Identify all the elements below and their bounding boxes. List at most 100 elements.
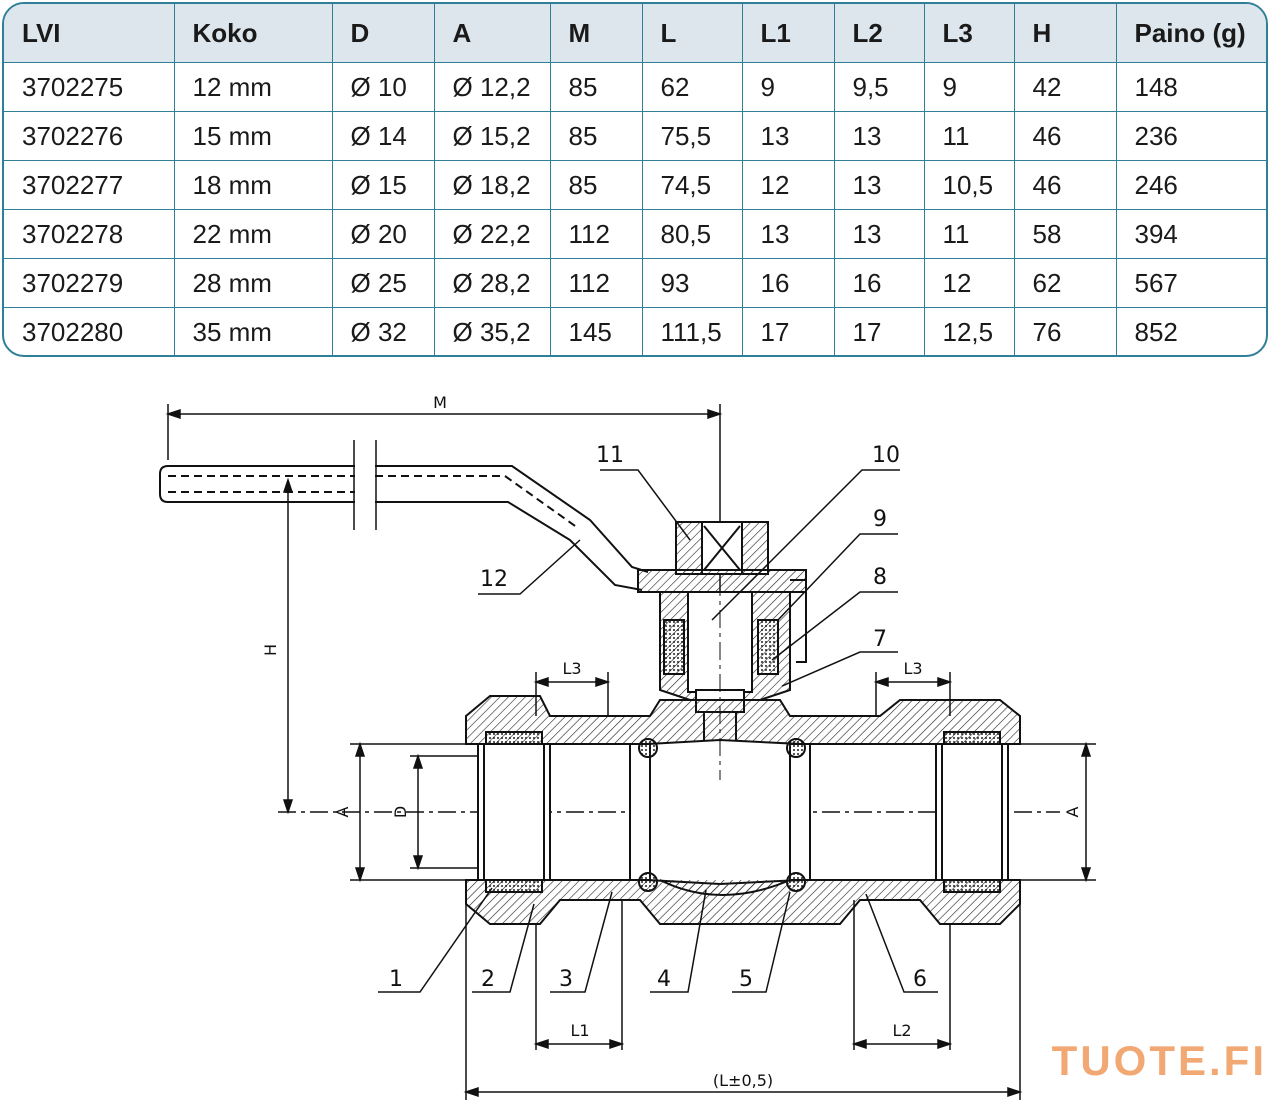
table-cell: Ø 10 bbox=[332, 62, 435, 112]
dim-a-right-label: A bbox=[1063, 806, 1082, 817]
column-header: D bbox=[332, 4, 435, 63]
column-header: L3 bbox=[924, 4, 1015, 63]
table-cell: 3702280 bbox=[4, 307, 175, 355]
dim-a-left-label: A bbox=[333, 806, 352, 817]
column-header: L bbox=[642, 4, 743, 63]
column-header: L2 bbox=[834, 4, 925, 63]
table-cell: 16 bbox=[834, 258, 925, 308]
table-cell: 9 bbox=[742, 62, 835, 112]
table-cell: 12 bbox=[924, 258, 1015, 308]
table-cell: 62 bbox=[642, 62, 743, 112]
dim-m-label: M bbox=[433, 393, 447, 412]
dim-l3 bbox=[533, 672, 953, 716]
table-cell: 246 bbox=[1116, 160, 1266, 210]
part-number-5: 5 bbox=[739, 967, 753, 992]
dim-h-label: H bbox=[261, 644, 280, 656]
table-cell: 3702275 bbox=[4, 62, 175, 112]
valve-body bbox=[465, 695, 1021, 925]
dim-d-label: D bbox=[391, 806, 410, 818]
table-cell: 58 bbox=[1014, 209, 1117, 259]
table-cell: Ø 12,2 bbox=[434, 62, 551, 112]
table-cell: Ø 20 bbox=[332, 209, 435, 259]
dim-l3-right-label: L3 bbox=[903, 659, 922, 678]
table-cell: 10,5 bbox=[924, 160, 1015, 210]
part-number-1: 1 bbox=[389, 967, 403, 992]
table-cell: 145 bbox=[550, 307, 643, 355]
table-cell: 46 bbox=[1014, 160, 1117, 210]
table-cell: 11 bbox=[924, 111, 1015, 161]
table-cell: 22 mm bbox=[174, 209, 333, 259]
table-cell: 28 mm bbox=[174, 258, 333, 308]
table-cell: 12 bbox=[742, 160, 835, 210]
table-cell: Ø 32 bbox=[332, 307, 435, 355]
table-cell: 62 bbox=[1014, 258, 1117, 308]
table-cell: Ø 28,2 bbox=[434, 258, 551, 308]
part-number-2: 2 bbox=[481, 967, 495, 992]
table-cell: 42 bbox=[1014, 62, 1117, 112]
table-cell: 85 bbox=[550, 62, 643, 112]
table-cell: 75,5 bbox=[642, 111, 743, 161]
table-cell: 80,5 bbox=[642, 209, 743, 259]
dim-l1-label: L1 bbox=[570, 1021, 589, 1040]
part-number-12: 12 bbox=[480, 567, 508, 592]
table-cell: 13 bbox=[834, 111, 925, 161]
column-header: A bbox=[434, 4, 551, 63]
table-cell: Ø 15,2 bbox=[434, 111, 551, 161]
table-cell: Ø 35,2 bbox=[434, 307, 551, 355]
table-cell: 567 bbox=[1116, 258, 1266, 308]
table-cell: 13 bbox=[834, 160, 925, 210]
part-number-7: 7 bbox=[873, 627, 887, 652]
table-cell: 9 bbox=[924, 62, 1015, 112]
table-cell: 13 bbox=[742, 111, 835, 161]
table-cell: 112 bbox=[550, 258, 643, 308]
table-cell: Ø 14 bbox=[332, 111, 435, 161]
table-cell: 9,5 bbox=[834, 62, 925, 112]
part-number-4: 4 bbox=[657, 967, 671, 992]
part-number-6: 6 bbox=[913, 967, 927, 992]
callout-leaders bbox=[378, 469, 938, 993]
handle bbox=[159, 440, 649, 591]
valve-drawing: M H bbox=[159, 393, 1096, 1100]
dim-l1-l2-l bbox=[463, 900, 1023, 1100]
part-numbers: 11 10 9 8 7 12 1 2 3 4 5 6 bbox=[389, 443, 927, 992]
table-cell: 852 bbox=[1134, 316, 1178, 347]
column-header: H bbox=[1014, 4, 1117, 63]
table-cell: 46 bbox=[1014, 111, 1117, 161]
stem bbox=[637, 521, 807, 743]
part-number-10: 10 bbox=[872, 443, 900, 468]
table-cell: Ø 18,2 bbox=[434, 160, 551, 210]
column-header: Paino (g) bbox=[1116, 4, 1266, 63]
part-number-11: 11 bbox=[596, 443, 624, 468]
table-cell: 13 bbox=[834, 209, 925, 259]
part-number-3: 3 bbox=[559, 967, 573, 992]
table-cell: 15 mm bbox=[174, 111, 333, 161]
table-cell: 17 bbox=[834, 307, 925, 355]
table-cell: Ø 22,2 bbox=[434, 209, 551, 259]
table-cell: 16 bbox=[742, 258, 835, 308]
table-cell: 85 bbox=[550, 160, 643, 210]
table-cell: Ø 15 bbox=[332, 160, 435, 210]
table-cell: 3702276 bbox=[4, 111, 175, 161]
table-cell: 236 bbox=[1116, 111, 1266, 161]
table-cell: 394 bbox=[1116, 209, 1266, 259]
column-header: M bbox=[550, 4, 643, 63]
table-cell: 112 bbox=[550, 209, 643, 259]
table-cell: 111,5 bbox=[642, 307, 743, 355]
column-header: LVI bbox=[4, 4, 175, 63]
table-cell: 93 bbox=[642, 258, 743, 308]
table-cell: 17 bbox=[742, 307, 835, 355]
table-cell: 11 bbox=[924, 209, 1015, 259]
column-header: Koko bbox=[174, 4, 333, 63]
dim-l2-label: L2 bbox=[892, 1021, 911, 1040]
table-cell: 35 mm bbox=[174, 307, 333, 355]
table-cell: 148 bbox=[1116, 62, 1266, 112]
